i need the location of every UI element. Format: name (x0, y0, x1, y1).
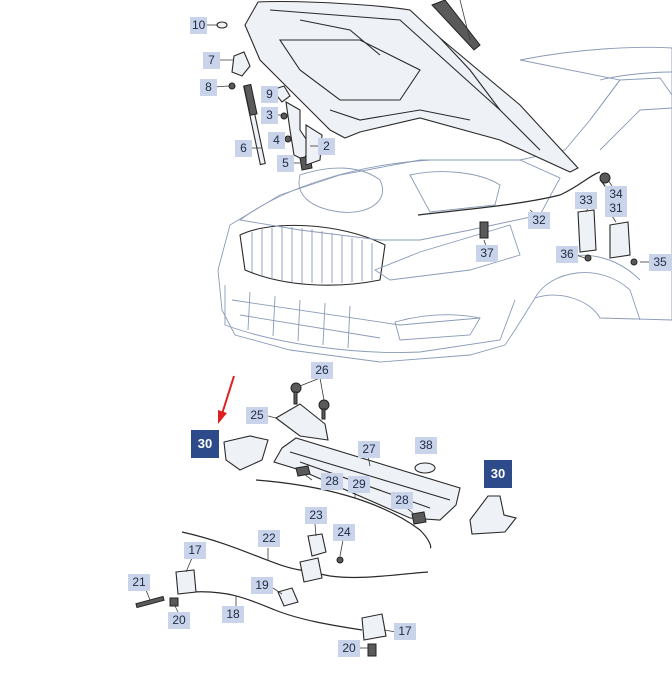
callout-2[interactable]: 2 (318, 138, 335, 155)
part-28-right (411, 511, 427, 525)
callout-4[interactable]: 4 (268, 132, 285, 149)
part-28-left (295, 465, 311, 477)
callout-22[interactable]: 22 (258, 530, 280, 547)
callout-24[interactable]: 24 (333, 524, 355, 541)
callout-10[interactable]: 10 (190, 17, 208, 34)
callout-26[interactable]: 26 (311, 362, 333, 379)
callout-6[interactable]: 6 (235, 140, 252, 157)
callout-17-top[interactable]: 17 (184, 542, 206, 559)
callout-21[interactable]: 21 (128, 574, 150, 591)
callout-37[interactable]: 37 (476, 245, 498, 262)
callout-8[interactable]: 8 (200, 79, 217, 96)
callout-28-right[interactable]: 28 (391, 492, 413, 509)
callout-18[interactable]: 18 (222, 606, 244, 623)
hood-panel (244, 0, 579, 173)
pointer-arrow (218, 375, 235, 424)
hood-seal (431, 0, 481, 51)
callout-20-left[interactable]: 20 (168, 612, 190, 629)
callout-25[interactable]: 25 (246, 407, 268, 424)
callout-30-right[interactable]: 30 (484, 460, 512, 488)
part-38 (414, 462, 436, 474)
part-29-seal (255, 479, 432, 549)
callout-36[interactable]: 36 (556, 246, 578, 263)
callout-33[interactable]: 33 (575, 192, 597, 209)
part-25 (275, 403, 329, 441)
callout-29[interactable]: 29 (348, 476, 370, 493)
callout-9[interactable]: 9 (261, 86, 278, 103)
callout-35[interactable]: 35 (649, 254, 671, 271)
part-30-left (223, 435, 269, 471)
callout-23[interactable]: 23 (305, 507, 327, 524)
callout-3[interactable]: 3 (261, 107, 278, 124)
callout-32[interactable]: 32 (528, 212, 550, 229)
callout-31[interactable]: 31 (605, 200, 627, 217)
callout-27[interactable]: 27 (358, 441, 380, 458)
callout-5[interactable]: 5 (277, 155, 294, 172)
callout-20-bottom[interactable]: 20 (338, 640, 360, 657)
callout-34[interactable]: 34 (605, 186, 627, 203)
callout-17-bottom[interactable]: 17 (394, 623, 416, 640)
callout-7[interactable]: 7 (203, 52, 220, 69)
callout-28-left[interactable]: 28 (321, 473, 343, 490)
callout-30-left[interactable]: 30 (191, 430, 219, 458)
hood-small-parts (216, 21, 323, 171)
lower-release-cables (135, 531, 429, 657)
upper-release-cable (417, 171, 638, 266)
callout-19[interactable]: 19 (251, 577, 273, 594)
part-30-right (469, 495, 517, 535)
callout-38[interactable]: 38 (415, 437, 437, 454)
